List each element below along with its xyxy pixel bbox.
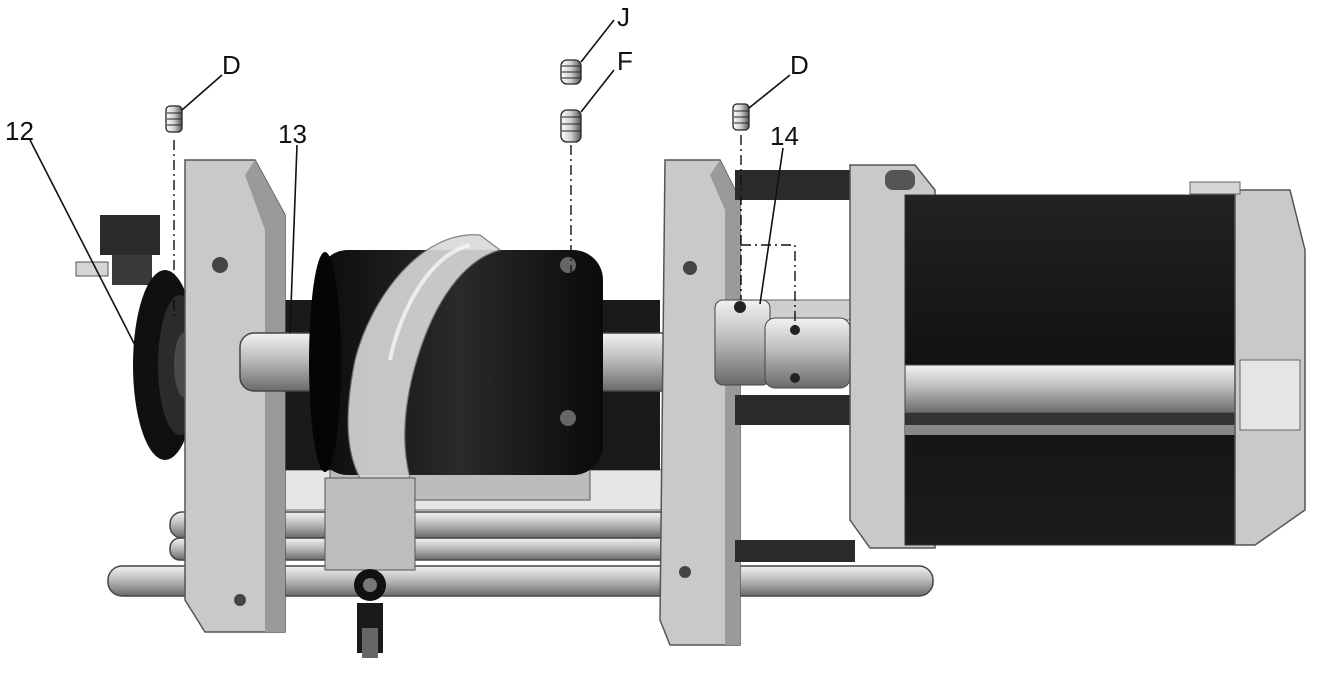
callout-13: 13: [278, 119, 307, 149]
set-screw-d-right: [732, 103, 750, 131]
leader-12: [29, 139, 141, 356]
leader-f: [580, 69, 615, 113]
callout-f: F: [617, 46, 633, 76]
stepper-motor: [904, 194, 1246, 546]
callout-12: 12: [5, 116, 34, 146]
centerline-d-right-offset: [741, 244, 796, 328]
leader-14: [759, 147, 784, 305]
leader-d-right: [748, 74, 791, 109]
shaft-coupling: [714, 299, 851, 389]
motor-end-cap: [1189, 181, 1306, 546]
left-end-bracket: [184, 159, 286, 633]
set-screw-f: [560, 109, 582, 143]
motor-standoff-frame: [734, 170, 856, 562]
leader-13: [289, 144, 298, 334]
callout-j: J: [617, 2, 630, 32]
callout-14: 14: [770, 121, 799, 151]
carriage-block: [324, 477, 416, 658]
callout-d-right: D: [790, 50, 809, 80]
leader-d-left: [181, 74, 223, 111]
leader-j: [580, 19, 615, 63]
middle-end-bracket: [659, 159, 741, 646]
set-screw-d-left: [165, 105, 183, 133]
callout-d-left: D: [222, 50, 241, 80]
limit-switch: [75, 215, 160, 285]
set-screw-j: [560, 59, 582, 85]
